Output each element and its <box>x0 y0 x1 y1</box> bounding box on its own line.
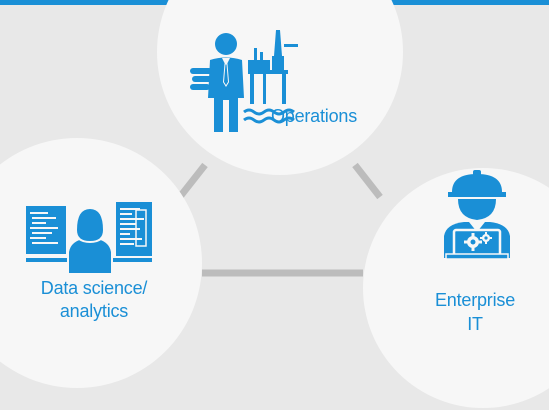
node-enterprise-it-label-line2: IT <box>467 314 483 334</box>
node-operations-label: Operations <box>270 106 358 126</box>
node-enterprise-it-label-line1: Enterprise <box>434 290 516 310</box>
technician-with-laptop-icon <box>444 170 510 260</box>
connector-operations-data-science <box>176 162 208 201</box>
analyst-at-monitors-icon <box>26 202 152 274</box>
connector-operations-enterprise-it <box>352 162 383 200</box>
node-enterprise-it-circle <box>363 168 549 408</box>
engineer-with-oil-rig-icon <box>190 30 298 132</box>
node-data-science-label-line1: Data science/ <box>40 278 148 298</box>
node-data-science-label-line2: analytics <box>59 301 129 321</box>
